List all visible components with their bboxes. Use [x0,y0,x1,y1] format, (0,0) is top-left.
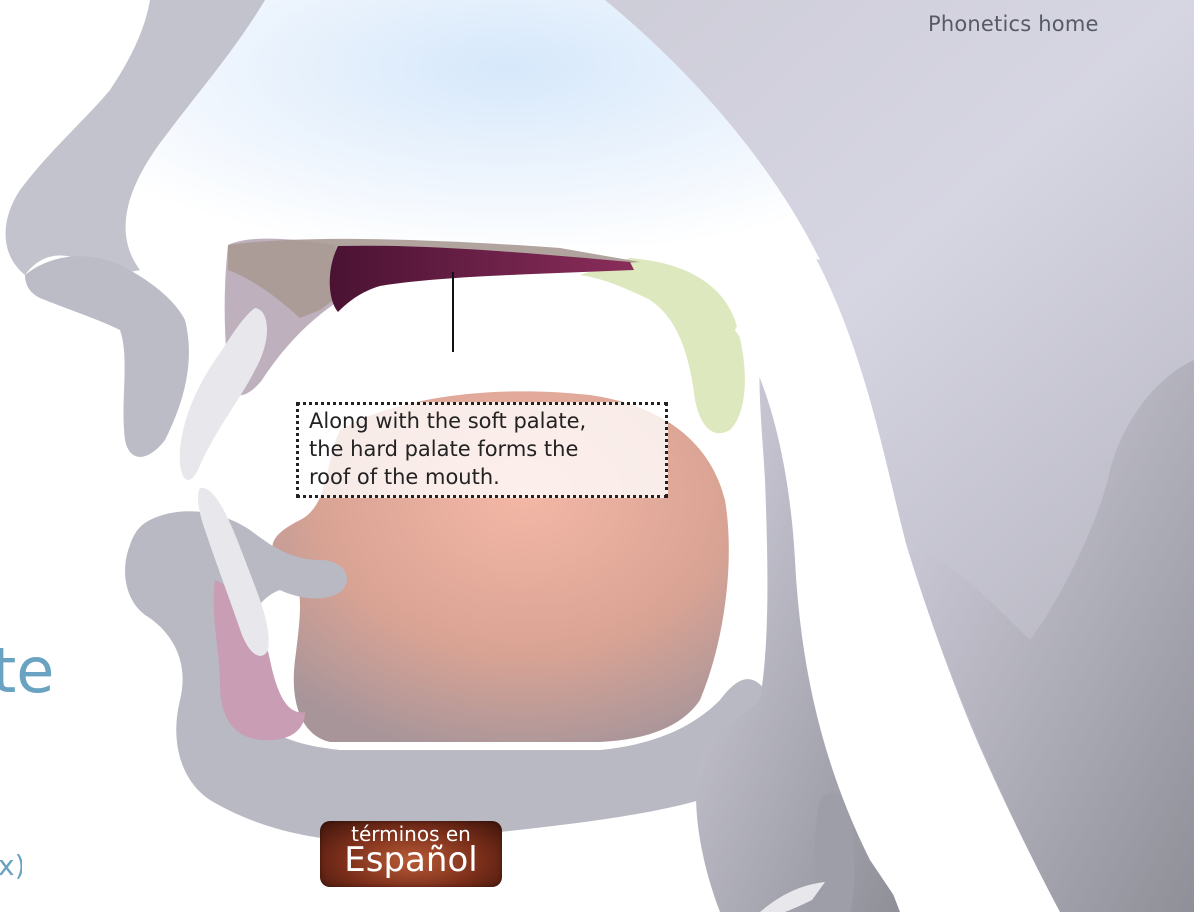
phonetics-home-link[interactable]: Phonetics home [928,12,1099,36]
callout-line-2: the hard palate forms the [309,435,655,463]
spanish-button-big-label: Español [320,842,502,878]
upper-lip [25,256,189,457]
hard-palate-callout: Along with the soft palate, the hard pal… [296,402,668,498]
callout-line-1: Along with the soft palate, [309,407,655,435]
side-link-fragment[interactable]: x) [0,852,22,880]
page-title-fragment: te [0,640,64,702]
callout-line-3: roof of the mouth. [309,463,655,491]
spanish-terms-button[interactable]: términos en Español [320,821,502,887]
